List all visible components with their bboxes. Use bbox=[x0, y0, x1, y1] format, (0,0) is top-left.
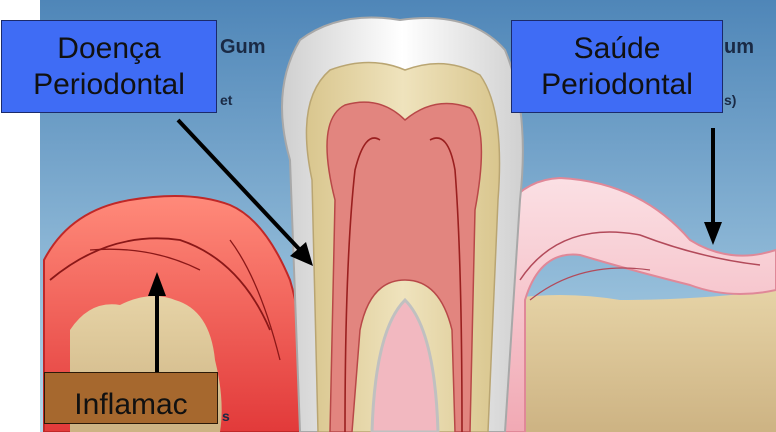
label-periodontal-disease: Doença Periodontal bbox=[1, 20, 217, 113]
bg-fragment-gum-right: um bbox=[724, 36, 754, 59]
label-periodontal-health-line2: Periodontal bbox=[512, 67, 722, 103]
healthy-bone bbox=[500, 290, 776, 432]
bg-fragment-left-small: et bbox=[220, 92, 232, 108]
label-inflammation: Inflamac bbox=[44, 372, 218, 424]
label-periodontal-health: Saúde Periodontal bbox=[511, 20, 723, 113]
label-periodontal-health-line1: Saúde bbox=[512, 31, 722, 67]
bg-fragment-gum-left: Gum bbox=[220, 36, 266, 59]
label-periodontal-disease-line2: Periodontal bbox=[2, 67, 216, 103]
label-periodontal-disease-line1: Doença bbox=[2, 31, 216, 67]
bg-fragment-bottom-small: s bbox=[222, 408, 230, 424]
bg-fragment-right-small: s) bbox=[724, 92, 736, 108]
